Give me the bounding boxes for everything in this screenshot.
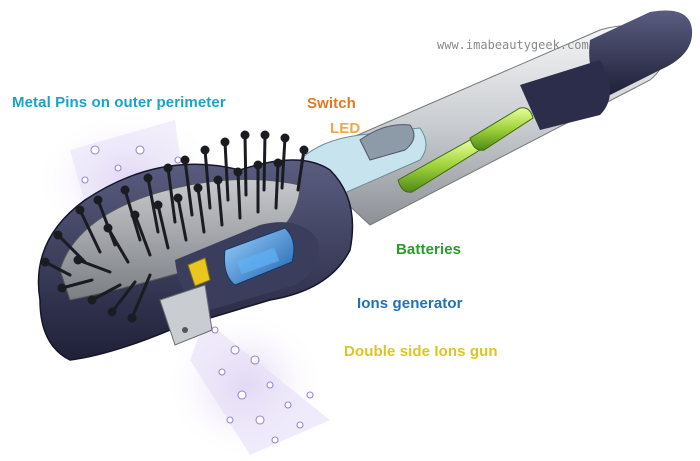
- label-double-side-ions-gun: Double side Ions gun: [344, 343, 498, 360]
- label-metal-pins: Metal Pins on outer perimeter: [12, 94, 226, 111]
- label-ions-generator: Ions generator: [357, 295, 463, 312]
- label-switch: Switch: [307, 95, 356, 112]
- brush-handle: [299, 10, 693, 226]
- battery-cells: [397, 107, 534, 193]
- brush-pins: [40, 130, 309, 323]
- label-led: LED: [330, 120, 361, 137]
- watermark: www.imabeautygeek.com: [437, 38, 589, 52]
- label-batteries: Batteries: [396, 241, 462, 258]
- ion-generator: [224, 227, 295, 286]
